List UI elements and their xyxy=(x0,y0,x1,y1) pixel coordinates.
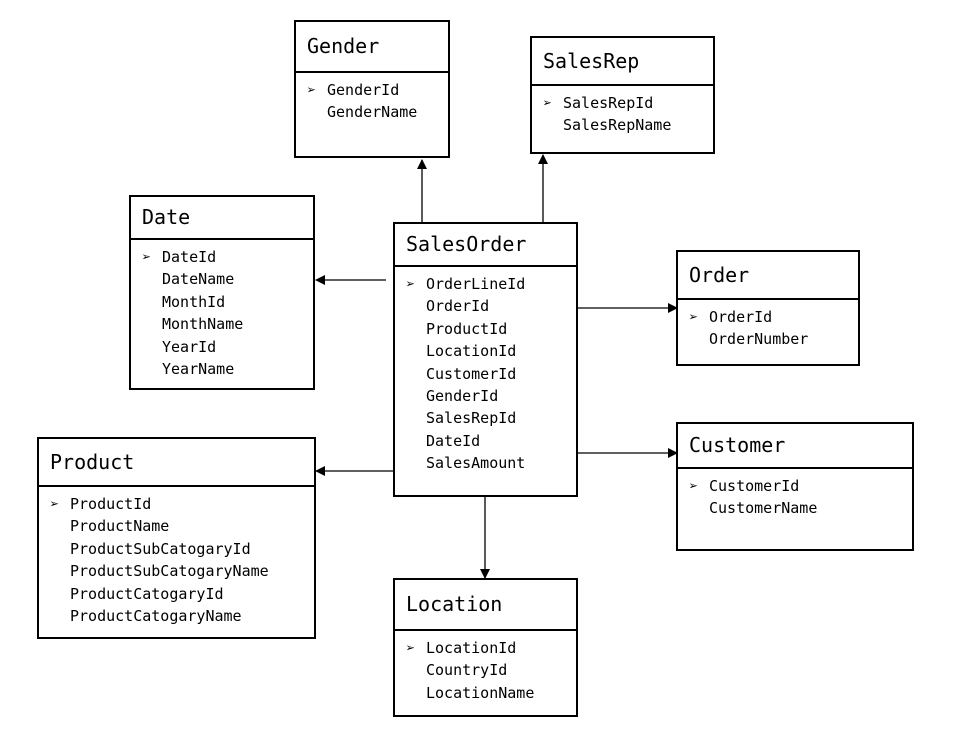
field-primary-key: ➢ DateId xyxy=(142,246,313,268)
field-primary-key: ➢ GenderId xyxy=(307,79,448,101)
field-name: OrderLineId xyxy=(426,275,526,293)
field-name: ProductSubCatogaryName xyxy=(70,562,269,581)
entity-title: Location xyxy=(395,580,576,631)
field: YearName xyxy=(142,358,313,380)
field: ProductName xyxy=(50,515,314,537)
field: CustomerName xyxy=(689,497,912,519)
primary-key-icon: ➢ xyxy=(543,94,553,112)
field: DateId xyxy=(406,430,576,452)
primary-key-icon: ➢ xyxy=(689,477,699,495)
field: ProductSubCatogaryId xyxy=(50,538,314,560)
field: SalesAmount xyxy=(406,452,576,474)
field: CustomerId xyxy=(406,363,576,385)
field: LocationId xyxy=(406,340,576,362)
entity-fields: ➢ CustomerId CustomerName xyxy=(678,469,912,549)
entity-title: Customer xyxy=(678,424,912,469)
entity-product[interactable]: Product ➢ ProductId ProductName ProductSu… xyxy=(37,437,316,639)
field-name: DateId xyxy=(426,431,481,450)
field-name: SalesRepId xyxy=(563,94,654,112)
entity-order[interactable]: Order ➢ OrderId OrderNumber xyxy=(676,250,860,366)
primary-key-icon: ➢ xyxy=(689,308,699,326)
field-name: GenderId xyxy=(426,386,499,405)
field: DateName xyxy=(142,268,313,290)
entity-customer[interactable]: Customer ➢ CustomerId CustomerName xyxy=(676,422,914,551)
field-primary-key: ➢ OrderId xyxy=(689,306,858,328)
entity-title: Order xyxy=(678,252,858,300)
field-name: ProductCatogaryId xyxy=(70,584,224,603)
field-primary-key: ➢ OrderLineId xyxy=(406,273,576,295)
field: OrderId xyxy=(406,295,576,317)
field: GenderName xyxy=(307,101,448,123)
field-primary-key: ➢ LocationId xyxy=(406,637,576,659)
field-name: MonthId xyxy=(162,292,226,311)
primary-key-icon: ➢ xyxy=(142,248,152,266)
primary-key-icon: ➢ xyxy=(50,495,60,513)
field-name: GenderId xyxy=(327,81,400,99)
entity-fields: ➢ LocationId CountryId LocationName xyxy=(395,631,576,715)
entity-fields: ➢ DateId DateName MonthId MonthName YearI… xyxy=(131,240,313,388)
field-name: DateName xyxy=(162,270,235,289)
field-name: LocationName xyxy=(426,683,535,702)
field-name: CustomerId xyxy=(426,364,517,383)
field: LocationName xyxy=(406,682,576,704)
entity-title: SalesRep xyxy=(532,38,713,86)
field: ProductSubCatogaryName xyxy=(50,560,314,582)
field-name: SalesAmount xyxy=(426,454,526,473)
field-name: ProductSubCatogaryId xyxy=(70,539,251,558)
entity-fields: ➢ OrderId OrderNumber xyxy=(678,300,858,364)
field: SalesRepId xyxy=(406,407,576,429)
entity-fields: ➢ SalesRepId SalesRepName xyxy=(532,86,713,152)
field-name: CountryId xyxy=(426,661,508,680)
field: CountryId xyxy=(406,659,576,681)
field: MonthId xyxy=(142,291,313,313)
field-primary-key: ➢ SalesRepId xyxy=(543,92,713,114)
field-primary-key: ➢ ProductId xyxy=(50,493,314,515)
entity-gender[interactable]: Gender ➢ GenderId GenderName xyxy=(294,20,450,158)
field-name: DateId xyxy=(162,248,217,266)
primary-key-icon: ➢ xyxy=(307,81,317,99)
field: ProductId xyxy=(406,318,576,340)
field-name: OrderId xyxy=(709,308,773,326)
field-name: CustomerName xyxy=(709,499,818,518)
entity-date[interactable]: Date ➢ DateId DateName MonthId MonthName … xyxy=(129,195,315,390)
entity-title: Product xyxy=(39,439,314,487)
entity-fields: ➢ ProductId ProductName ProductSubCatogar… xyxy=(39,487,314,637)
primary-key-icon: ➢ xyxy=(406,275,416,293)
field: SalesRepName xyxy=(543,114,713,136)
field-name: SalesRepId xyxy=(426,409,517,428)
field: ProductCatogaryName xyxy=(50,605,314,627)
entity-location[interactable]: Location ➢ LocationId CountryId LocationN… xyxy=(393,578,578,717)
field-name: ProductId xyxy=(426,319,508,338)
field-name: OrderId xyxy=(426,297,490,316)
field-name: MonthName xyxy=(162,315,244,334)
entity-salesorder[interactable]: SalesOrder ➢ OrderLineId OrderId ProductI… xyxy=(393,222,578,497)
entity-fields: ➢ OrderLineId OrderId ProductId LocationI… xyxy=(395,267,576,495)
field: OrderNumber xyxy=(689,328,858,350)
field-name: GenderName xyxy=(327,103,418,122)
field-name: ProductName xyxy=(70,517,170,536)
field-name: YearName xyxy=(162,359,235,378)
entity-fields: ➢ GenderId GenderName xyxy=(296,73,448,156)
field-name: YearId xyxy=(162,337,217,356)
entity-title: Gender xyxy=(296,22,448,73)
field: YearId xyxy=(142,336,313,358)
entity-salesrep[interactable]: SalesRep ➢ SalesRepId SalesRepName xyxy=(530,36,715,154)
primary-key-icon: ➢ xyxy=(406,639,416,657)
field: MonthName xyxy=(142,313,313,335)
field-name: LocationId xyxy=(426,342,517,361)
field: GenderId xyxy=(406,385,576,407)
entity-title: SalesOrder xyxy=(395,224,576,267)
field: ProductCatogaryId xyxy=(50,583,314,605)
field-name: ProductCatogaryName xyxy=(70,606,242,625)
field-primary-key: ➢ CustomerId xyxy=(689,475,912,497)
field-name: CustomerId xyxy=(709,477,800,495)
field-name: LocationId xyxy=(426,639,517,657)
field-name: ProductId xyxy=(70,495,152,513)
field-name: SalesRepName xyxy=(563,116,672,135)
field-name: OrderNumber xyxy=(709,330,809,349)
entity-title: Date xyxy=(131,197,313,240)
